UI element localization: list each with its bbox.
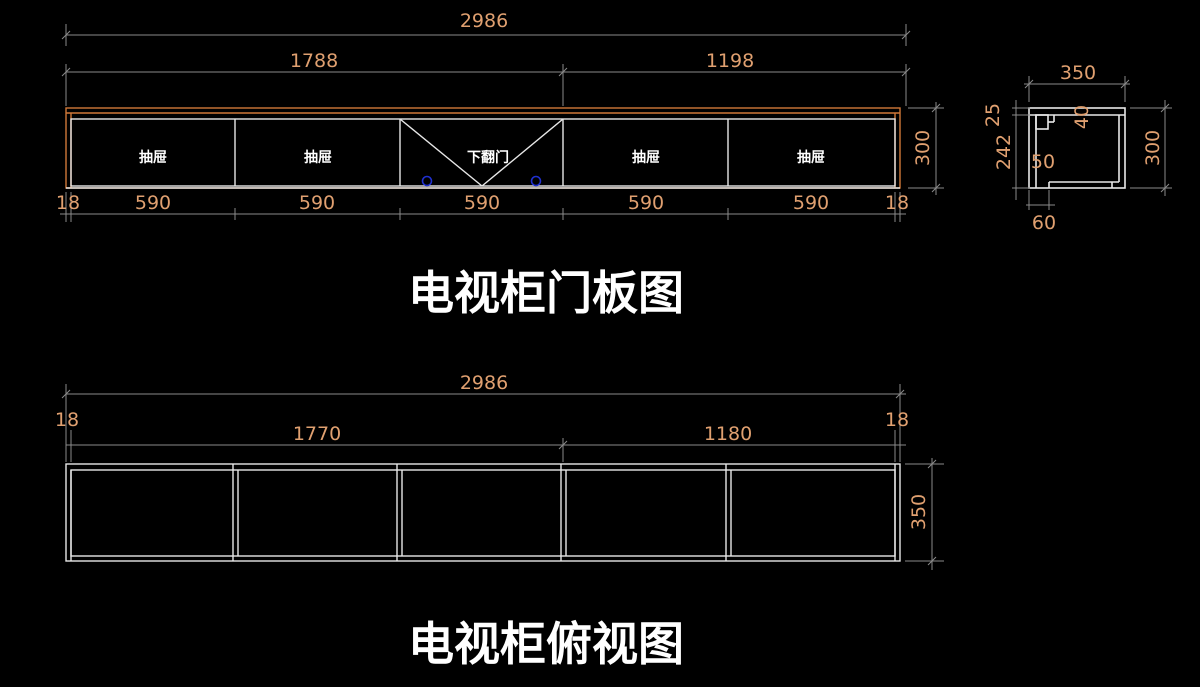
height-dimension: 300 <box>908 102 944 195</box>
panel-3-label: 下翻门 <box>467 149 509 166</box>
height-label: 300 <box>912 130 934 166</box>
panel-2-label: 抽屉 <box>304 149 332 166</box>
edge-right-label: 18 <box>885 192 909 214</box>
panel-width-5: 590 <box>793 192 829 214</box>
section-dimension: 1788 1198 <box>61 50 911 106</box>
front-view-title: 电视柜门板图 <box>408 266 684 320</box>
right-section-label: 1198 <box>706 50 754 72</box>
panel-width-dimension: 18 590 590 590 590 590 18 <box>56 192 909 222</box>
side-top-label: 25 <box>982 103 1004 127</box>
side-depth-label: 350 <box>1060 62 1096 84</box>
panel-1-label: 抽屉 <box>139 149 167 166</box>
panel-width-4: 590 <box>628 192 664 214</box>
side-recess-label: 50 <box>1031 151 1055 173</box>
top-edge-right-label: 18 <box>885 409 909 431</box>
overall-width-label: 2986 <box>460 10 508 32</box>
knob-icon-left <box>421 175 433 187</box>
panel-width-2: 590 <box>299 192 335 214</box>
top-right-section-label: 1180 <box>704 423 752 445</box>
flip-door-open-line-left <box>399 118 483 187</box>
overall-width-dimension: 2986 <box>61 10 911 46</box>
panel-width-3: 590 <box>464 192 500 214</box>
top-view: 2986 18 18 1770 1180 350 电视柜俯视图 <box>55 372 944 671</box>
panel-width-1: 590 <box>135 192 171 214</box>
knob-icon-right <box>530 175 542 187</box>
edge-left-label: 18 <box>56 192 80 214</box>
top-view-title: 电视柜俯视图 <box>408 617 684 671</box>
top-left-section-label: 1770 <box>293 423 341 445</box>
left-section-label: 1788 <box>290 50 338 72</box>
flip-door-open-line-right <box>481 118 564 187</box>
panel-5-label: 抽屉 <box>797 149 825 166</box>
top-edge-left-label: 18 <box>55 409 79 431</box>
top-view-outline <box>65 463 901 562</box>
side-view: 350 25 242 40 50 60 300 <box>982 62 1172 234</box>
side-profile-outline <box>1028 107 1126 189</box>
side-inner-label: 242 <box>993 134 1015 170</box>
panel-4-label: 抽屉 <box>632 149 660 166</box>
cabinet-top-frame <box>65 107 901 189</box>
top-depth-label: 350 <box>908 494 930 530</box>
front-view: 2986 1788 1198 <box>56 10 944 320</box>
side-height-label: 300 <box>1142 130 1164 166</box>
side-base-label: 60 <box>1032 212 1056 234</box>
side-lip-label: 40 <box>1071 105 1093 129</box>
top-overall-width-label: 2986 <box>460 372 508 394</box>
